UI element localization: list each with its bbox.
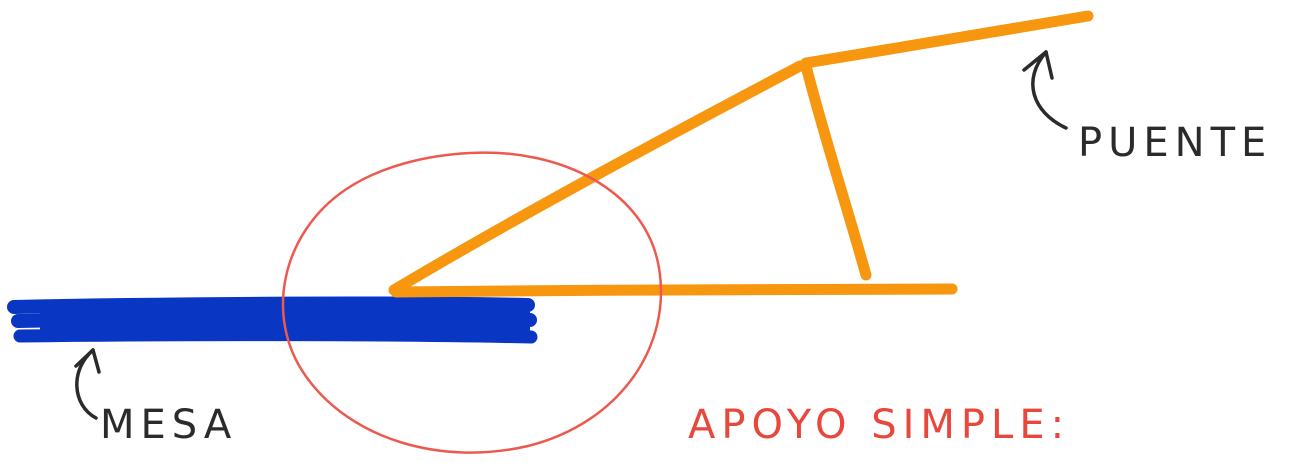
table-shape: [14, 303, 531, 341]
table-arrow-icon: [76, 350, 99, 418]
table-label: MESA: [100, 402, 237, 448]
support-label: APOYO SIMPLE:: [688, 402, 1070, 448]
bridge-label: PUENTE: [1078, 120, 1272, 166]
bridge-arrow-icon: [1024, 52, 1066, 128]
